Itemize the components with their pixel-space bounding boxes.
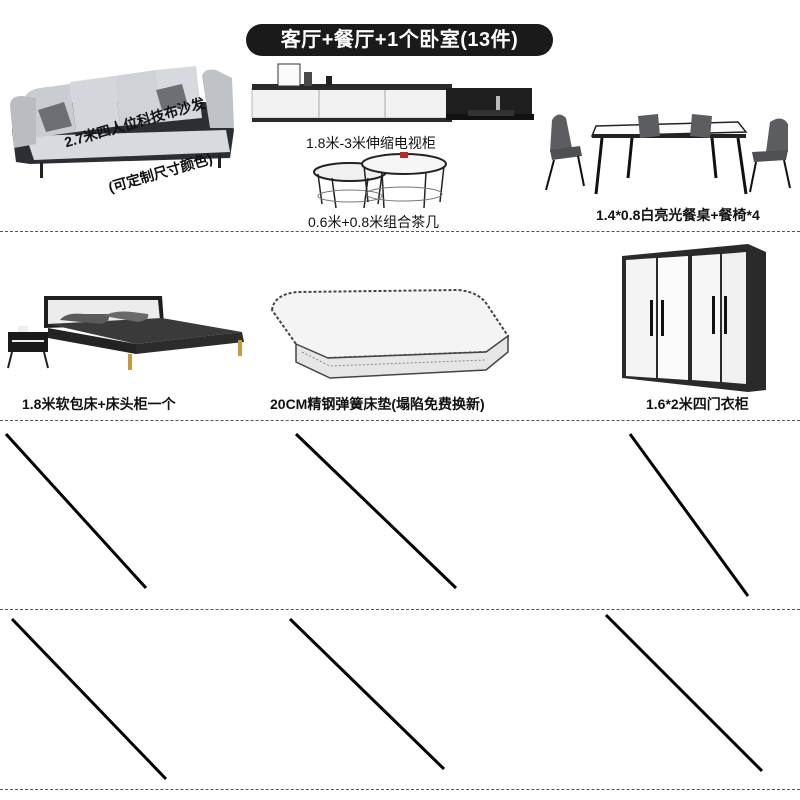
sofa-image: [6, 62, 238, 182]
wardrobe-image: [620, 244, 770, 392]
empty-slot-strike: [0, 420, 800, 610]
mattress-label: 20CM精钢弹簧床垫(塌陷免费换新): [270, 396, 485, 412]
dining-set-label: 1.4*0.8白亮光餐桌+餐椅*4: [596, 207, 760, 223]
row-divider: [0, 609, 800, 610]
bed-image: [4, 294, 248, 370]
row-divider: [0, 231, 800, 232]
dining-set-image: [542, 108, 796, 198]
tv-cabinet-label: 1.8米-3米伸缩电视柜: [306, 135, 436, 151]
coffee-table-image: [312, 152, 452, 212]
row-divider: [0, 789, 800, 790]
mattress-image: [268, 288, 512, 380]
tv-cabinet-image: [246, 62, 538, 132]
section-title-banner: 客厅+餐厅+1个卧室(13件): [246, 24, 553, 56]
wardrobe-label: 1.6*2米四门衣柜: [646, 396, 749, 412]
bed-label: 1.8米软包床+床头柜一个: [22, 396, 176, 412]
coffee-table-label: 0.6米+0.8米组合茶几: [308, 214, 440, 230]
empty-slot-strike: [0, 609, 800, 800]
row-divider: [0, 420, 800, 421]
